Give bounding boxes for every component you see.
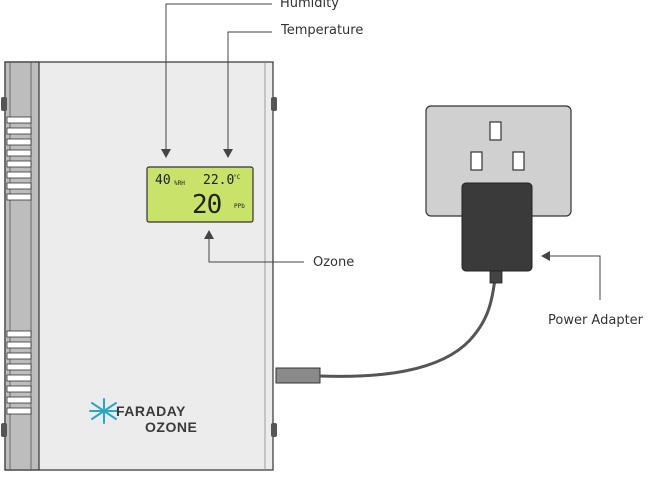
humidity-label: Humidity (280, 0, 339, 11)
humidity-unit: %RH (174, 180, 185, 187)
callout-arrowheads (161, 149, 550, 261)
power-cable (319, 271, 498, 378)
adapter-body (461, 182, 533, 272)
mount-clip-bottom-right (271, 423, 277, 437)
callout-lines (165, 3, 601, 300)
temperature-reading: 22.0 (203, 173, 235, 188)
ozone-label: Ozone (313, 255, 355, 270)
brand-name-line2: OZONE (145, 419, 198, 435)
upper-vent (6, 116, 32, 201)
power-adapter-label: Power Adapter (548, 313, 644, 328)
ozone-arrow-icon (204, 230, 214, 239)
power-adapter (461, 182, 533, 284)
power-port (275, 367, 321, 384)
mount-clip-bottom-left (1, 423, 7, 437)
power-adapter-arrow-icon (541, 251, 550, 261)
ozone-unit: PPb (234, 203, 245, 210)
humidity-reading: 40 (155, 173, 171, 188)
temperature-label: Temperature (281, 23, 364, 38)
ozone-reading: 20 (192, 190, 222, 220)
temperature-arrow-icon (223, 149, 233, 158)
temperature-unit: °C (233, 174, 241, 181)
brand-name-line1: FARADAY (116, 403, 186, 419)
lower-vent (6, 330, 32, 415)
mount-clip-top-right (271, 97, 277, 111)
humidity-arrow-icon (161, 149, 171, 158)
brand-logo-icon (89, 398, 119, 424)
lcd-screen (146, 166, 254, 223)
mount-clip-top-left (1, 97, 7, 111)
